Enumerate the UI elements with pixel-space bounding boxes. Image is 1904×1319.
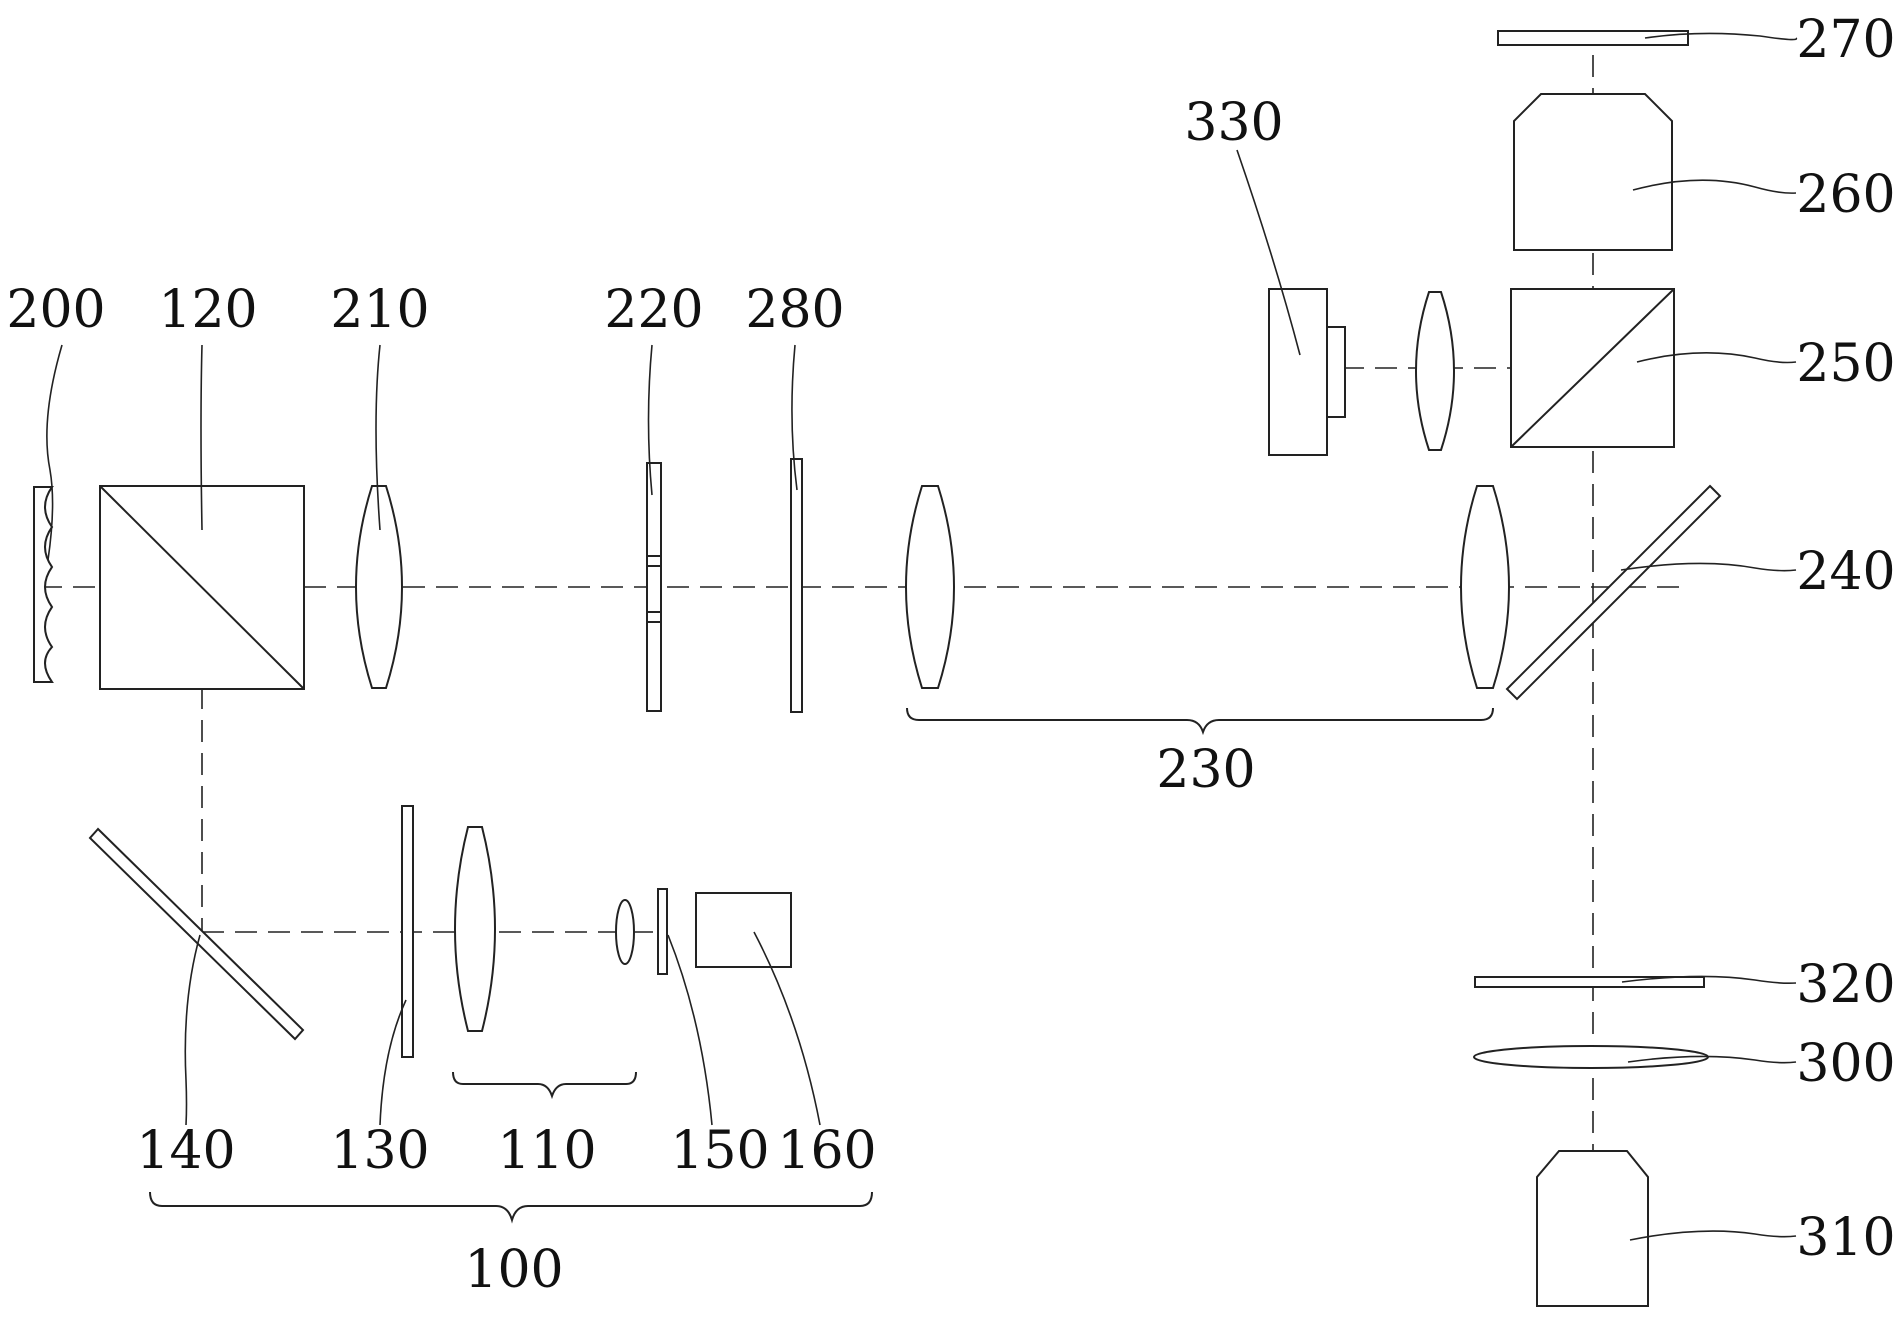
camera-mount-330 (1326, 326, 1346, 418)
camera-lens-330 (1415, 291, 1455, 451)
mirror-140 (88, 827, 305, 1041)
leader-280 (791, 344, 798, 491)
label-320: 320 (1796, 955, 1895, 1015)
lens-230-left (905, 485, 955, 689)
leader-220 (647, 344, 653, 496)
leader-250 (1636, 352, 1797, 364)
label-210: 210 (330, 280, 429, 340)
leader-260 (1632, 179, 1797, 194)
leader-320 (1621, 975, 1797, 984)
brace-110 (452, 1071, 637, 1100)
label-220: 220 (604, 280, 703, 340)
label-110: 110 (497, 1121, 596, 1181)
camera-body-330 (1268, 288, 1328, 456)
leader-140 (184, 934, 201, 1126)
leader-120 (200, 344, 203, 531)
lens-210 (355, 485, 403, 689)
lens-110 (454, 826, 496, 1032)
label-330: 330 (1184, 93, 1283, 153)
mirror-240 (1505, 484, 1722, 701)
label-310: 310 (1796, 1208, 1895, 1268)
plate-130 (401, 805, 414, 1058)
plate-320 (1474, 976, 1705, 988)
label-280: 280 (745, 280, 844, 340)
small-lens (615, 899, 635, 965)
leader-200 (46, 344, 63, 561)
beam-splitter-diagonal-120 (99, 485, 305, 690)
label-160: 160 (777, 1121, 876, 1181)
label-260: 260 (1796, 165, 1895, 225)
label-200: 200 (6, 280, 105, 340)
label-250: 250 (1796, 334, 1895, 394)
leader-130 (379, 999, 407, 1126)
leader-150 (667, 934, 713, 1126)
plate-220 (646, 462, 662, 712)
plate-150 (657, 888, 668, 975)
label-230: 230 (1156, 740, 1255, 800)
plate-280 (790, 458, 803, 713)
leader-160 (753, 931, 821, 1126)
objective-310 (1536, 1150, 1649, 1307)
objective-260 (1513, 93, 1673, 251)
label-240: 240 (1796, 542, 1895, 602)
leader-270 (1644, 32, 1798, 41)
leader-330 (1236, 149, 1301, 356)
label-150: 150 (670, 1121, 769, 1181)
leader-210 (375, 344, 381, 531)
leader-240 (1620, 562, 1797, 572)
beam-splitter-diagonal-250 (1510, 288, 1675, 448)
leader-300 (1627, 1055, 1797, 1064)
brace-100 (149, 1191, 873, 1224)
label-120: 120 (158, 280, 257, 340)
leader-310 (1629, 1230, 1797, 1241)
label-140: 140 (136, 1121, 235, 1181)
label-300: 300 (1796, 1034, 1895, 1094)
label-100: 100 (464, 1240, 563, 1300)
sample-200 (33, 486, 54, 683)
label-130: 130 (330, 1121, 429, 1181)
brace-230 (906, 707, 1494, 736)
light-source-160 (695, 892, 792, 968)
label-270: 270 (1796, 10, 1895, 70)
plate-270 (1497, 30, 1689, 46)
lens-230-right (1460, 485, 1510, 689)
